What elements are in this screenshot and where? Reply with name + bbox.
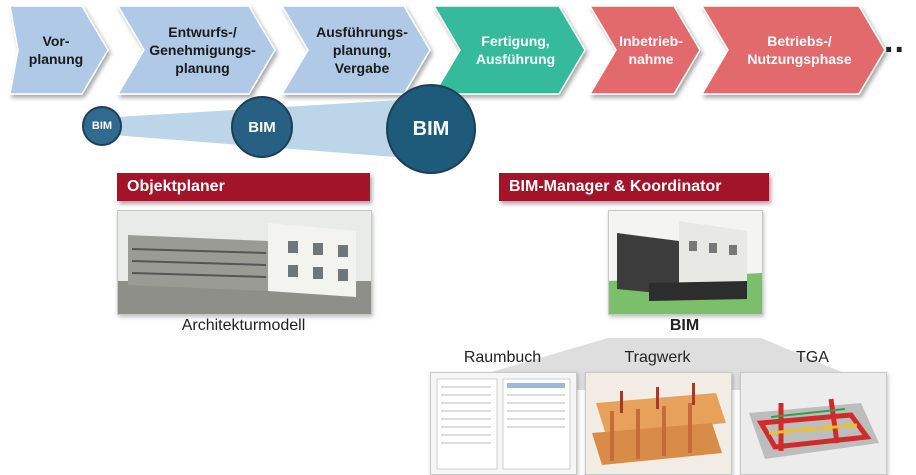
bim-circle-large-label: BIM	[412, 117, 450, 140]
phase-label-2: Entwurfs-/ Genehmigungs- planung	[149, 24, 256, 76]
bim-circle-medium-label: BIM	[248, 118, 276, 136]
caption-tga: TGA	[796, 349, 829, 366]
bim-model-image	[608, 210, 763, 315]
phase-chevron-row	[9, 5, 886, 95]
architecture-model-image	[117, 210, 372, 315]
role-objektplaner: Objektplaner	[117, 173, 370, 201]
phase-label-6: Betriebs-/ Nutzungsphase	[747, 33, 852, 67]
phase-chevron-6	[700, 5, 886, 95]
raumbuch-image	[430, 372, 577, 475]
phase-label-4: Fertigung, Ausführung	[475, 33, 556, 67]
bim-circle-small: BIM	[82, 106, 122, 146]
phase-chevron-5	[588, 5, 701, 95]
more-phases-ellipsis: ..	[884, 22, 905, 60]
caption-tragwerk: Tragwerk	[624, 349, 691, 366]
phase-label-1: Vor- planung	[28, 33, 84, 67]
tragwerk-image	[585, 372, 732, 475]
phase-label-5: Inbetrieb- nahme	[619, 33, 683, 67]
phase-chevron-2	[116, 5, 276, 95]
tga-image	[740, 372, 887, 475]
bim-circle-medium: BIM	[231, 96, 293, 158]
caption-raumbuch: Raumbuch	[463, 349, 542, 366]
bim-circle-small-label: BIM	[91, 120, 113, 132]
phase-chevron-4	[432, 5, 586, 95]
caption-architekturmodell: Architekturmodell	[181, 317, 306, 334]
bim-circle-large: BIM	[386, 84, 476, 174]
caption-bim: BIM	[669, 317, 700, 334]
phase-label-3: Ausführungs- planung, Vergabe	[316, 24, 408, 76]
role-bim-manager: BIM-Manager & Koordinator	[499, 173, 769, 201]
phase-chevron-1	[9, 5, 109, 95]
